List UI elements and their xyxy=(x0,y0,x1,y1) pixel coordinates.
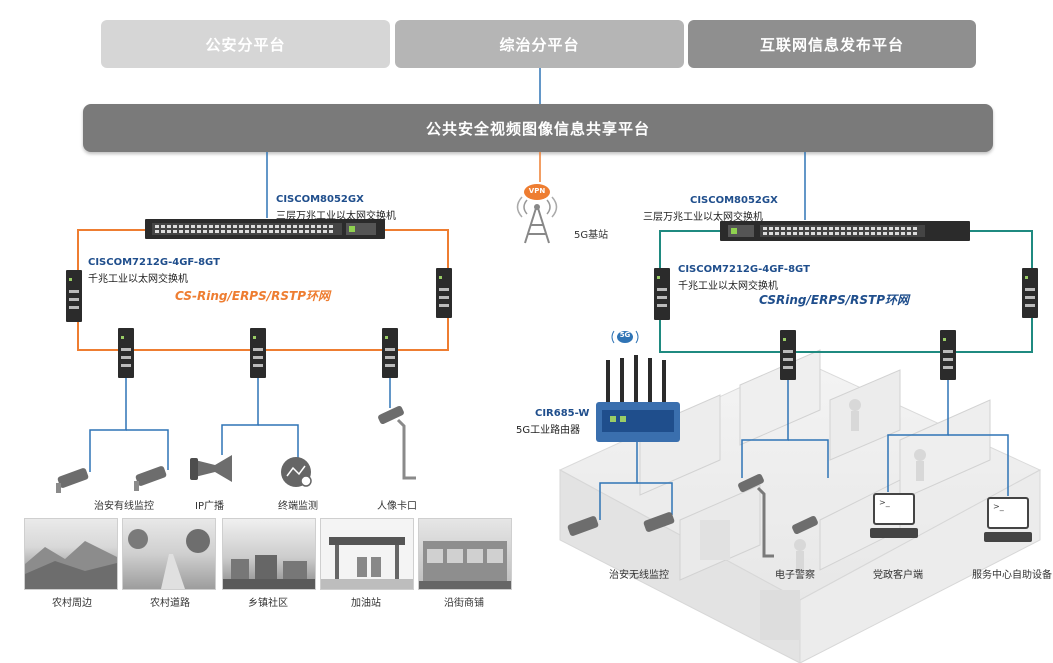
device-label-face-checkpoint: 人像卡口 xyxy=(377,501,417,512)
terminal-monitor-icon xyxy=(281,457,312,487)
left-ring-switch-model: CISCOM7212G-4GF-8GT xyxy=(88,257,220,268)
traffic-camera-icon xyxy=(738,473,774,558)
camera-icon xyxy=(567,516,599,536)
scene-label-rural-road: 农村道路 xyxy=(150,598,190,609)
camera-icon xyxy=(56,468,89,493)
scene-label-gas-station: 加油站 xyxy=(351,598,381,609)
left-core-switch-icon xyxy=(145,219,385,239)
office-illustration xyxy=(558,349,1042,663)
router-desc: 5G工业路由器 xyxy=(516,425,581,436)
kiosk-terminal-icon: >_ xyxy=(984,497,1032,542)
top-platform-label: 互联网信息发布平台 xyxy=(759,35,904,54)
scene-label-rural-surroundings: 农村周边 xyxy=(52,598,92,609)
top-platform-label: 综治分平台 xyxy=(499,35,580,54)
right-ring-switch-model: CISCOM7212G-4GF-8GT xyxy=(678,264,810,275)
right-ring-switch-desc: 千兆工业以太网交换机 xyxy=(678,281,778,292)
svg-text:>_: >_ xyxy=(879,498,891,507)
desktop-pc-icon: >_ xyxy=(870,493,918,538)
right-core-switch-model: CISCOM8052GX xyxy=(690,195,778,206)
router-model: CIR685-W xyxy=(535,408,590,419)
device-label-wired-surveillance: 治安有线监控 xyxy=(94,501,154,512)
face-checkpoint-camera-icon xyxy=(378,405,416,480)
scene-label-street-shops: 沿街商铺 xyxy=(444,598,484,609)
device-label-wireless-surveillance: 治安无线监控 xyxy=(609,570,669,581)
loudspeaker-icon xyxy=(190,455,232,482)
scene-label-township-community: 乡镇社区 xyxy=(248,598,288,609)
top-platform-comprehensive[interactable]: 综治分平台 xyxy=(395,20,684,68)
device-label-electronic-police: 电子警察 xyxy=(775,570,815,581)
traffic-camera-icon xyxy=(792,515,818,535)
top-platform-label: 公安分平台 xyxy=(205,35,286,54)
base-station-label: 5G基站 xyxy=(574,230,609,241)
top-platform-public-security[interactable]: 公安分平台 xyxy=(101,20,390,68)
device-label-government-client: 党政客户端 xyxy=(873,570,923,581)
left-ring-switch-desc: 千兆工业以太网交换机 xyxy=(88,274,188,285)
left-core-switch-model: CISCOM8052GX xyxy=(276,194,364,205)
base-station-tower-icon xyxy=(516,184,558,244)
scene-township-community xyxy=(222,518,316,590)
camera-icon xyxy=(643,512,675,532)
right-core-switch-icon xyxy=(720,221,970,241)
left-core-switch-desc: 三层万兆工业以太网交换机 xyxy=(276,211,396,222)
device-label-terminal-monitor: 终端监测 xyxy=(278,501,318,512)
router-5g-badge: 5G xyxy=(619,331,631,339)
scene-rural-road xyxy=(122,518,216,590)
vpn-badge: VPN xyxy=(528,187,546,195)
device-label-ip-broadcast: IP广播 xyxy=(195,501,224,512)
main-platform-label: 公共安全视频图像信息共享平台 xyxy=(425,119,650,138)
scene-rural-surroundings xyxy=(24,518,118,590)
industrial-router-icon xyxy=(596,355,680,442)
right-ring-title: CSRing/ERPS/RSTP环网 xyxy=(759,293,910,307)
svg-text:>_: >_ xyxy=(993,502,1005,511)
left-ring-title: CS-Ring/ERPS/RSTP环网 xyxy=(175,289,330,303)
scene-street-shops xyxy=(418,518,512,590)
scene-gas-station xyxy=(320,518,414,590)
top-platform-internet-publish[interactable]: 互联网信息发布平台 xyxy=(688,20,976,68)
device-label-self-service-device: 服务中心自助设备 xyxy=(972,570,1052,581)
right-core-switch-desc: 三层万兆工业以太网交换机 xyxy=(643,212,763,223)
camera-icon xyxy=(134,466,167,491)
main-sharing-platform[interactable]: 公共安全视频图像信息共享平台 xyxy=(83,104,993,152)
